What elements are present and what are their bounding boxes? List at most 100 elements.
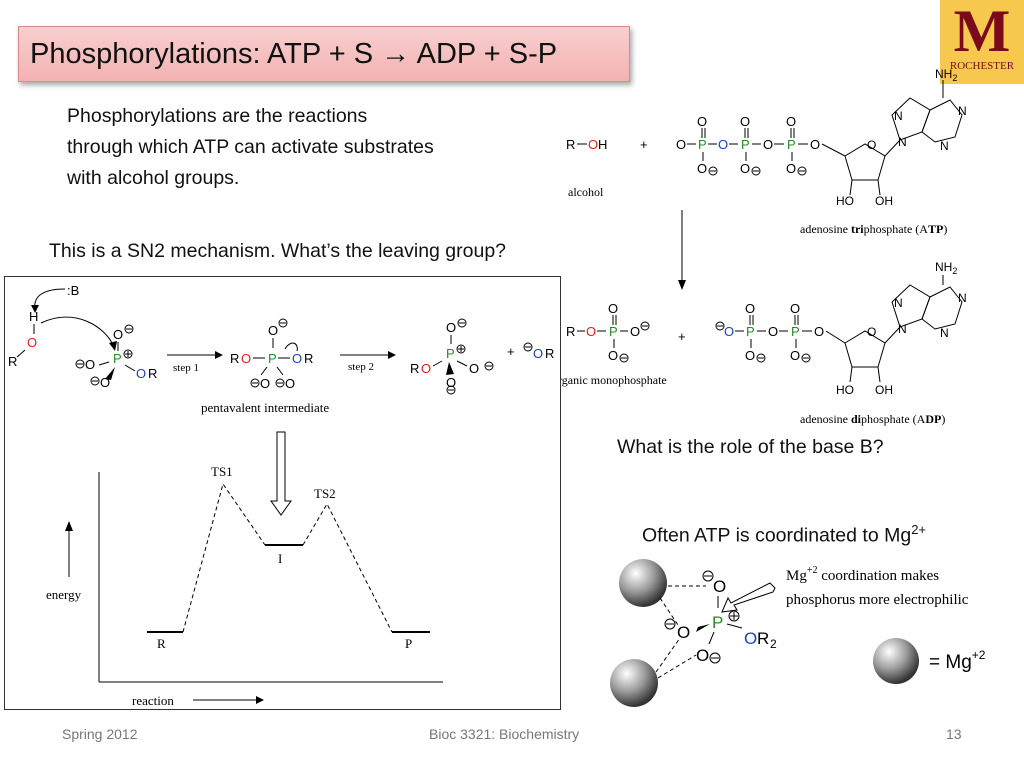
slide-number: 13 xyxy=(946,726,962,742)
energy-label-ts1: TS1 xyxy=(211,464,233,479)
svg-text:O: O xyxy=(469,361,479,376)
svg-text:R: R xyxy=(566,137,575,152)
svg-text:NH2: NH2 xyxy=(935,260,957,276)
mg-legend-ball-icon xyxy=(873,638,919,684)
base-question: What is the role of the base B? xyxy=(617,436,884,458)
svg-text:O: O xyxy=(421,361,431,376)
svg-text:OH: OH xyxy=(875,383,893,397)
intro-line: through which ATP can activate substrate… xyxy=(67,136,434,158)
svg-text:OH: OH xyxy=(875,194,893,208)
footer-course: Bioc 3321: Biochemistry xyxy=(429,726,580,742)
svg-text:O: O xyxy=(285,376,295,391)
svg-text:O: O xyxy=(630,324,640,339)
title-box xyxy=(18,26,630,82)
svg-text:R: R xyxy=(148,366,157,381)
svg-text:+: + xyxy=(640,137,648,152)
svg-text:O: O xyxy=(718,137,728,152)
svg-text:O: O xyxy=(740,161,750,176)
svg-text:P: P xyxy=(746,324,755,339)
svg-text:O: O xyxy=(740,114,750,129)
svg-text:O: O xyxy=(85,357,95,372)
svg-text:N: N xyxy=(894,109,903,123)
svg-text:O: O xyxy=(790,301,800,316)
energy-label-ts2: TS2 xyxy=(314,486,336,501)
svg-text:O: O xyxy=(676,137,686,152)
logo-letter: M xyxy=(953,0,1011,64)
svg-text:O: O xyxy=(588,137,598,152)
svg-text:R: R xyxy=(566,324,575,339)
svg-text:O: O xyxy=(677,623,690,642)
step1-label: step 1 xyxy=(173,362,199,374)
svg-text:P: P xyxy=(791,324,800,339)
mg-caption-line1: Mg+2 coordination makes xyxy=(786,565,939,584)
svg-text:HO: HO xyxy=(836,383,854,397)
svg-text:+: + xyxy=(507,344,515,359)
svg-text:N: N xyxy=(958,291,967,305)
footer-date: Spring 2012 xyxy=(62,726,138,742)
svg-text:H: H xyxy=(598,137,607,152)
mg-ion-icon xyxy=(610,659,658,707)
svg-text:N: N xyxy=(898,135,907,149)
mg-caption-line2: phosphorus more electrophilic xyxy=(786,592,969,608)
energy-label-i: I xyxy=(278,551,282,566)
svg-text:O: O xyxy=(241,351,251,366)
svg-text:O: O xyxy=(745,301,755,316)
svg-text:O: O xyxy=(744,629,757,648)
svg-text:O: O xyxy=(113,327,123,342)
svg-text:O: O xyxy=(696,646,709,665)
alcohol-label: alcohol xyxy=(568,185,604,199)
svg-text:O: O xyxy=(697,161,707,176)
svg-text:O: O xyxy=(790,348,800,363)
mechanism-frame xyxy=(4,276,561,710)
svg-text:HO: HO xyxy=(836,194,854,208)
svg-text:O: O xyxy=(745,348,755,363)
svg-text:O: O xyxy=(713,577,726,596)
svg-text:O: O xyxy=(446,375,456,390)
svg-text:N: N xyxy=(940,139,949,153)
svg-text:+: + xyxy=(678,329,686,344)
svg-text:O: O xyxy=(697,114,707,129)
mg-ion-icon xyxy=(619,559,667,607)
svg-text:O: O xyxy=(763,137,773,152)
svg-text:N: N xyxy=(940,326,949,340)
svg-text:O: O xyxy=(724,324,734,339)
svg-text:O: O xyxy=(586,324,596,339)
svg-text:O: O xyxy=(608,348,618,363)
svg-text:O: O xyxy=(810,137,820,152)
svg-text:P: P xyxy=(741,137,750,152)
svg-text:2: 2 xyxy=(770,637,777,651)
svg-text:O: O xyxy=(786,114,796,129)
svg-text:O: O xyxy=(268,323,278,338)
svg-text:O: O xyxy=(768,324,778,339)
svg-text:O: O xyxy=(100,375,110,390)
svg-text:H: H xyxy=(29,309,38,324)
intro-paragraph: Phosphorylations are the reactions throu… xyxy=(67,101,434,194)
svg-text:N: N xyxy=(894,296,903,310)
svg-text:O: O xyxy=(608,301,618,316)
svg-text:R: R xyxy=(304,351,313,366)
svg-text:P: P xyxy=(787,137,796,152)
svg-text:P: P xyxy=(446,346,455,361)
svg-text:O: O xyxy=(814,324,824,339)
svg-text:R: R xyxy=(757,629,769,648)
svg-text:adenosine triphosphate (ATP): adenosine triphosphate (ATP) xyxy=(800,222,947,236)
svg-text:O: O xyxy=(446,320,456,335)
reaction-axis-label: reaction xyxy=(132,693,174,708)
mg-legend-label: = Mg+2 xyxy=(929,648,986,673)
svg-text:P: P xyxy=(113,351,122,366)
svg-text:P: P xyxy=(609,324,618,339)
svg-text:O: O xyxy=(786,161,796,176)
slide-title: Phosphorylations: ATP + S → ADP + S-P xyxy=(30,38,558,70)
energy-label-r: R xyxy=(157,636,166,651)
svg-text:R: R xyxy=(410,361,419,376)
sn2-question: This is a SN2 mechanism. What’s the leav… xyxy=(49,240,507,262)
energy-label-p: P xyxy=(405,636,412,651)
svg-text:P: P xyxy=(698,137,707,152)
svg-text:N: N xyxy=(898,322,907,336)
svg-text:O: O xyxy=(867,138,876,152)
university-logo: M ROCHESTER xyxy=(940,0,1024,84)
intro-line: Phosphorylations are the reactions xyxy=(67,105,368,127)
step2-label: step 2 xyxy=(348,361,374,373)
